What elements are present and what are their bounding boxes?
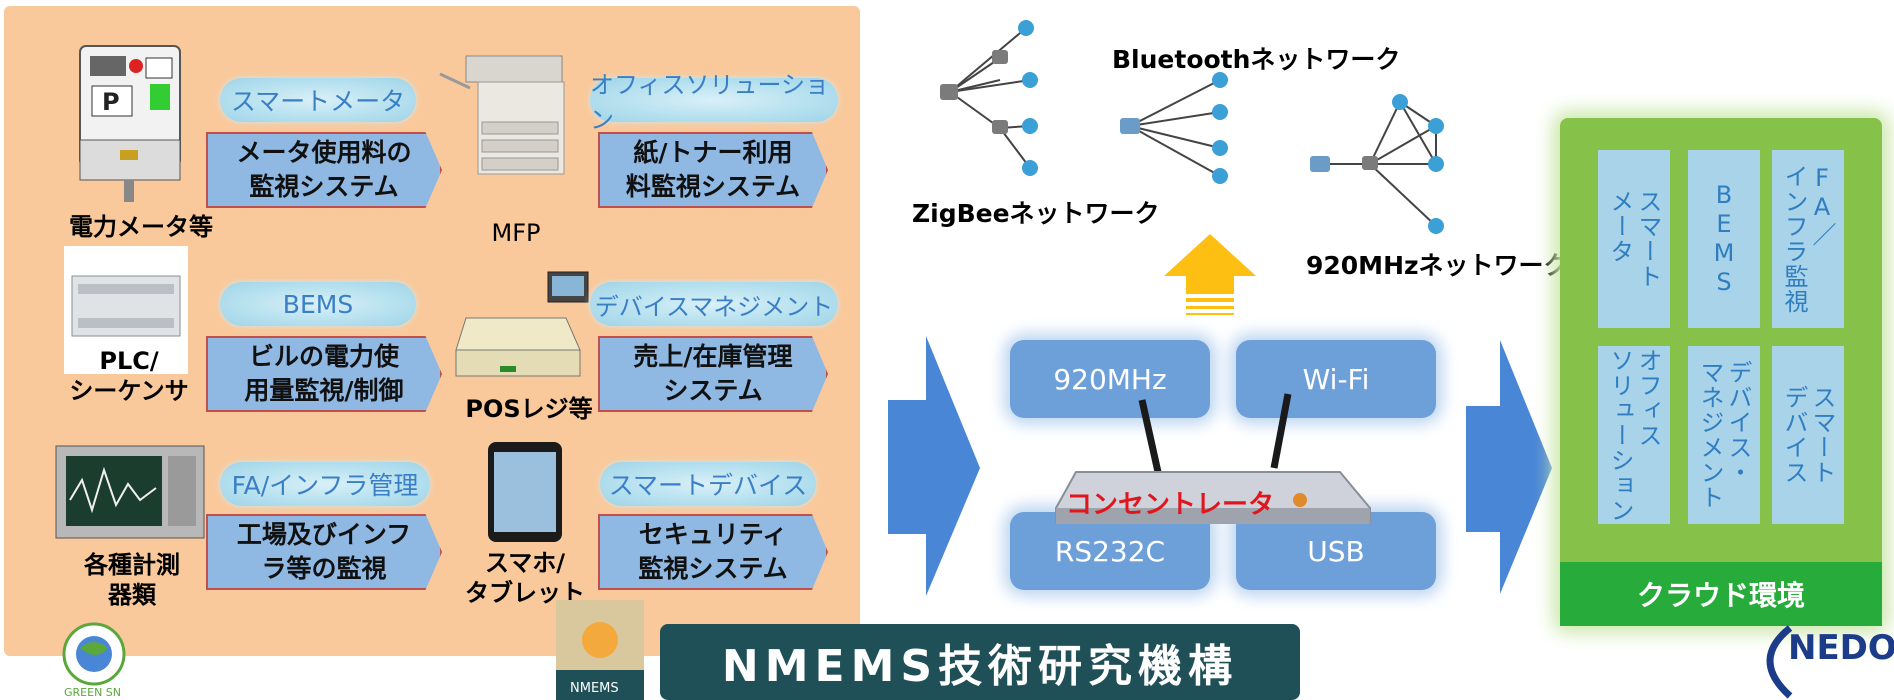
cloud-box-bems: BEMS — [1688, 150, 1760, 328]
function-chevron-meter-monitoring: メータ使用料の 監視システム — [206, 132, 442, 208]
cloud-box-fa-infra: FA／ インフラ監視 — [1772, 150, 1844, 328]
category-pill-device-management: デバイスマネジメント — [590, 282, 838, 326]
function-chevron-security: セキュリティ 監視システム — [598, 514, 828, 590]
svg-text:P: P — [102, 88, 120, 116]
organization-banner: NMEMS技術研究機構 — [660, 624, 1300, 700]
interface-920mhz: 920MHz — [1010, 340, 1210, 418]
blue-arrow-left-icon — [888, 336, 980, 596]
device-label-plc: PLC/ シーケンサ — [69, 347, 189, 405]
svg-text:NMEMS: NMEMS — [570, 681, 619, 696]
concentrator-router-icon — [1055, 393, 1371, 524]
device-label-meter: 電力メータ等 — [69, 213, 213, 241]
network-label-bluetooth: Bluetoothネットワーク — [1112, 45, 1401, 74]
interface-usb: USB — [1236, 512, 1436, 590]
network-label-920mhz: 920MHzネットワーク — [1306, 251, 1569, 280]
measuring-instrument-icon — [55, 445, 205, 539]
mfp-icon — [439, 55, 565, 175]
category-pill-bems: BEMS — [220, 282, 416, 326]
yellow-up-arrow-icon — [1164, 234, 1256, 294]
cloud-box-smart-device: スマート デバイス — [1772, 346, 1844, 524]
svg-text:GREEN SN: GREEN SN — [64, 686, 121, 698]
network-node-icons — [940, 50, 1378, 172]
interface-wifi: Wi-Fi — [1236, 340, 1436, 418]
interface-rs232c: RS232C — [1010, 512, 1210, 590]
pos-register-icon — [455, 271, 589, 377]
concentrator-label: コンセントレータ — [1066, 490, 1275, 520]
function-chevron-building-power: ビルの電力使 用量監視/制御 — [206, 336, 442, 412]
network-endpoint-icons — [1018, 20, 1444, 234]
device-label-smartphone: スマホ/ タブレット — [465, 549, 585, 607]
network-label-zigbee: ZigBeeネットワーク — [912, 199, 1160, 228]
green-sn-logo-icon: GREEN SN — [62, 622, 126, 698]
nedo-logo-arc-icon — [1766, 625, 1793, 699]
nedo-logo-text: NEDO — [1788, 628, 1894, 668]
cloud-box-device-management: デバイス・ マネジメント — [1688, 346, 1760, 524]
function-chevron-sales-inventory: 売上/在庫管理 システム — [598, 336, 828, 412]
category-pill-smart-device: スマートデバイス — [600, 462, 816, 506]
category-pill-fa-infra: FA/インフラ管理 — [220, 462, 430, 506]
category-pill-smart-meter: スマートメータ — [220, 78, 416, 122]
function-chevron-factory-infra: 工場及びインフ ラ等の監視 — [206, 514, 442, 590]
electric-meter-icon: P — [79, 45, 181, 202]
function-chevron-toner-monitoring: 紙/トナー利用 料監視システム — [598, 132, 828, 208]
smartphone-icon — [488, 442, 562, 542]
cloud-box-smart-meter: スマート メータ — [1598, 150, 1670, 328]
device-label-instrument: 各種計測 器類 — [84, 551, 180, 609]
cloud-box-office-solution: オフィス ソリューション — [1598, 346, 1670, 524]
plc-icon — [64, 246, 188, 374]
device-label-pos: POSレジ等 — [465, 395, 593, 423]
cloud-environment-label: クラウド環境 — [1560, 562, 1882, 626]
nmems-logo-icon: NMEMS — [556, 600, 644, 700]
blue-arrow-right-icon — [1466, 340, 1552, 594]
device-label-mfp: MFP — [491, 219, 541, 247]
